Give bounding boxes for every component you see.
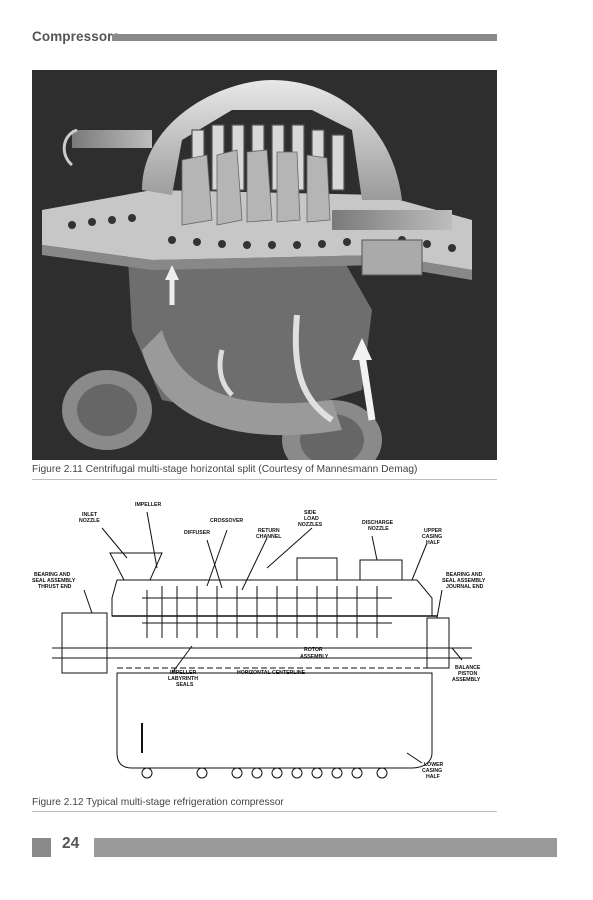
caption-rule xyxy=(32,479,497,480)
label-return-channel: CHANNEL xyxy=(256,534,282,540)
label-balance-assembly: ASSEMBLY xyxy=(452,677,481,683)
label-balance: BALANCE xyxy=(455,665,481,671)
label-lower-casing: CASING xyxy=(422,768,442,774)
label-impeller: IMPELLER xyxy=(135,502,161,508)
caption-rule-2 xyxy=(32,811,497,812)
label-bearing-thrust-seal: SEAL ASSEMBLY xyxy=(32,578,76,584)
label-lower-half: HALF xyxy=(426,774,440,780)
label-side-load: LOAD xyxy=(304,516,319,522)
figure-2-11-caption: Figure 2.11 Centrifugal multi-stage hori… xyxy=(32,464,418,475)
label-side: SIDE xyxy=(304,510,317,516)
label-discharge-nozzle: NOZZLE xyxy=(368,526,389,532)
label-crossover: CROSSOVER xyxy=(210,518,243,524)
label-rotor-assembly: ASSEMBLY xyxy=(300,654,329,660)
page-number: 24 xyxy=(62,835,80,852)
label-balance-piston: PISTON xyxy=(458,671,477,677)
header-title: Compressors xyxy=(32,29,121,44)
figure-2-12-diagram: IMPELLER INLET NOZZLE CROSSOVER DIFFUSER… xyxy=(32,498,497,793)
label-discharge: DISCHARGE xyxy=(362,520,394,526)
label-bearing-journal: BEARING AND xyxy=(446,572,483,578)
label-rotor: ROTOR xyxy=(304,647,323,653)
label-side-nozzles: NOZZLES xyxy=(298,522,323,528)
footer-marker xyxy=(32,838,51,857)
diagram-labels: IMPELLER INLET NOZZLE CROSSOVER DIFFUSER… xyxy=(32,502,486,780)
label-bearing-thrust-end: THRUST END xyxy=(38,584,72,590)
label-inlet-nozzle: NOZZLE xyxy=(79,518,100,524)
label-bearing-thrust: BEARING AND xyxy=(34,572,71,578)
label-return: RETURN xyxy=(258,528,280,534)
footer-bar xyxy=(94,838,557,857)
figure-2-12-caption: Figure 2.12 Typical multi-stage refriger… xyxy=(32,797,284,808)
header-bar xyxy=(112,34,497,41)
label-upper: UPPER xyxy=(424,528,442,534)
label-upper-half: HALF xyxy=(426,540,440,546)
refrigeration-compressor-drawing: IMPELLER INLET NOZZLE CROSSOVER DIFFUSER… xyxy=(32,502,486,780)
compressor-cutaway-drawing xyxy=(32,70,497,460)
page-header: Compressors xyxy=(32,29,497,49)
label-inlet: INLET xyxy=(82,512,98,518)
label-upper-casing: CASING xyxy=(422,534,442,540)
figure-2-11-illustration xyxy=(32,70,497,460)
label-horizontal-centerline: HORIZONTAL CENTERLINE xyxy=(237,670,306,676)
label-impeller-labyrinth-seals: SEALS xyxy=(176,682,194,688)
label-bearing-journal-end: JOURNAL END xyxy=(446,584,484,590)
label-impeller-labyrinth: IMPELLER xyxy=(170,670,196,676)
label-impeller-labyrinth-2: LABYRINTH xyxy=(168,676,198,682)
label-diffuser: DIFFUSER xyxy=(184,530,210,536)
label-lower: LOWER xyxy=(424,762,444,768)
label-bearing-journal-seal: SEAL ASSEMBLY xyxy=(442,578,486,584)
